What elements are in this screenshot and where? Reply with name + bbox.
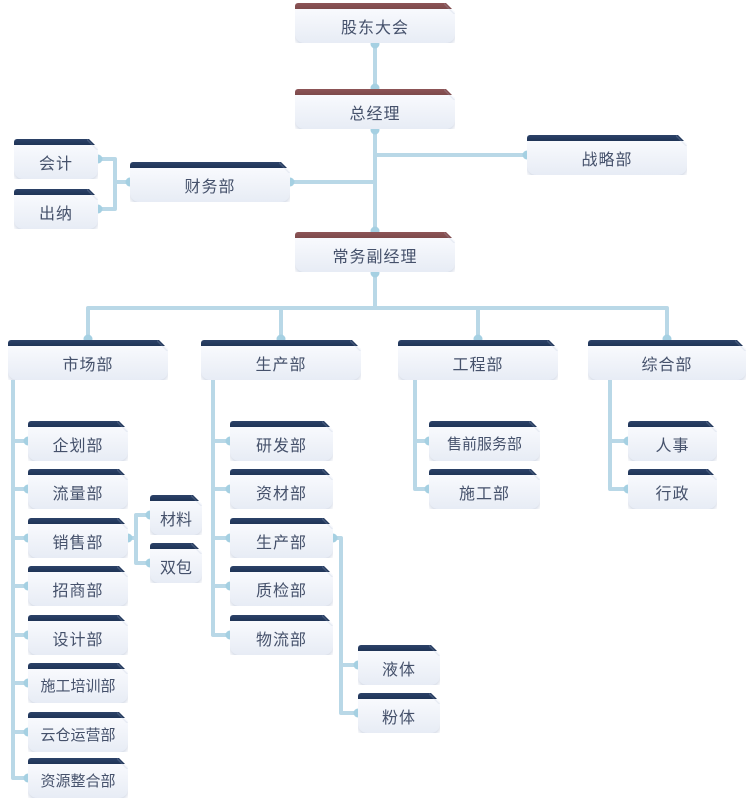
node-liquid[interactable]: 液体 <box>358 645 440 685</box>
node-label: 液体 <box>381 661 416 679</box>
node-presales-service-dept[interactable]: 售前服务部 <box>429 421 540 461</box>
node-resource-integration-dept[interactable]: 资源整合部 <box>28 758 128 798</box>
node-label: 行政 <box>655 485 690 503</box>
node-rnd-dept[interactable]: 研发部 <box>230 421 333 461</box>
node-label: 企划部 <box>52 437 104 455</box>
node-label: 总经理 <box>349 105 401 123</box>
node-label: 研发部 <box>255 437 307 455</box>
node-cashier[interactable]: 出纳 <box>14 189 98 229</box>
node-label: 综合部 <box>641 356 693 374</box>
node-label: 人事 <box>655 437 690 455</box>
node-shareholders-meeting[interactable]: 股东大会 <box>295 3 455 43</box>
node-label: 售前服务部 <box>446 436 522 453</box>
node-label: 资材部 <box>255 485 307 503</box>
node-label: 生产部 <box>255 356 307 374</box>
node-executive-deputy-manager[interactable]: 常务副经理 <box>295 232 455 272</box>
node-label: 工程部 <box>452 356 504 374</box>
node-label: 市场部 <box>62 356 114 374</box>
node-label: 材料 <box>159 511 192 529</box>
node-label: 设计部 <box>52 631 104 649</box>
node-label: 云仓运营部 <box>40 727 116 744</box>
node-label: 粉体 <box>381 709 416 727</box>
node-hr[interactable]: 人事 <box>628 421 717 461</box>
node-label: 股东大会 <box>340 19 409 37</box>
node-design-dept[interactable]: 设计部 <box>28 615 128 655</box>
node-label: 会计 <box>38 155 73 173</box>
node-logistics-dept[interactable]: 物流部 <box>230 615 333 655</box>
node-quality-inspection-dept[interactable]: 质检部 <box>230 566 333 606</box>
node-label: 物流部 <box>255 631 307 649</box>
node-label: 流量部 <box>52 485 104 503</box>
node-planning-dept[interactable]: 企划部 <box>28 421 128 461</box>
node-double-contract[interactable]: 双包 <box>150 543 202 583</box>
node-general-dept[interactable]: 综合部 <box>588 340 746 380</box>
node-production-sub-dept[interactable]: 生产部 <box>230 518 333 558</box>
node-supplies-dept[interactable]: 资材部 <box>230 469 333 509</box>
node-merchants-dept[interactable]: 招商部 <box>28 566 128 606</box>
node-label: 施工培训部 <box>40 678 116 695</box>
node-label: 质检部 <box>255 582 307 600</box>
node-label: 施工部 <box>458 485 510 503</box>
node-engineering-dept[interactable]: 工程部 <box>398 340 558 380</box>
node-label: 资源整合部 <box>40 773 116 790</box>
node-label: 常务副经理 <box>332 248 418 266</box>
node-label: 出纳 <box>38 205 73 223</box>
node-general-manager[interactable]: 总经理 <box>295 89 455 129</box>
node-finance-dept[interactable]: 财务部 <box>130 162 290 202</box>
node-cloud-warehouse-operation-dept[interactable]: 云仓运营部 <box>28 712 128 752</box>
node-construction-training-dept[interactable]: 施工培训部 <box>28 663 128 703</box>
node-label: 战略部 <box>581 151 633 169</box>
node-label: 双包 <box>159 559 192 577</box>
node-traffic-dept[interactable]: 流量部 <box>28 469 128 509</box>
node-powder[interactable]: 粉体 <box>358 693 440 733</box>
node-construction-dept[interactable]: 施工部 <box>429 469 540 509</box>
node-sales-dept[interactable]: 销售部 <box>28 518 128 558</box>
node-label: 生产部 <box>255 534 307 552</box>
node-materials[interactable]: 材料 <box>150 495 202 535</box>
node-production-dept[interactable]: 生产部 <box>201 340 361 380</box>
node-label: 招商部 <box>52 582 104 600</box>
node-strategy-dept[interactable]: 战略部 <box>527 135 687 175</box>
node-label: 销售部 <box>52 534 104 552</box>
node-accountant[interactable]: 会计 <box>14 139 98 179</box>
node-administration[interactable]: 行政 <box>628 469 717 509</box>
node-label: 财务部 <box>184 178 236 196</box>
node-marketing-dept[interactable]: 市场部 <box>8 340 168 380</box>
